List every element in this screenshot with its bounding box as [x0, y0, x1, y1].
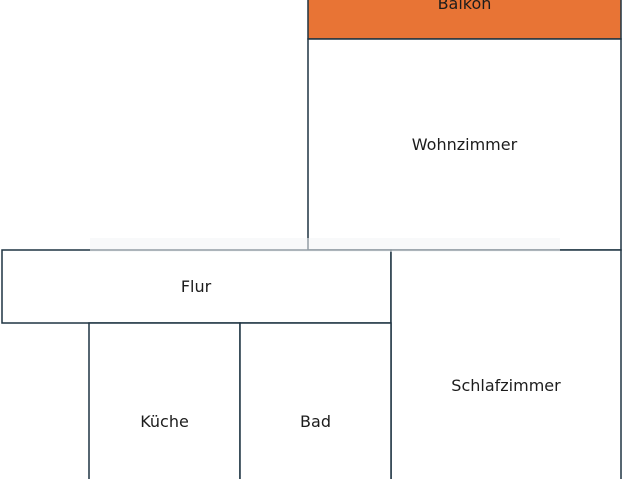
bad-area — [239, 322, 392, 479]
kueche-label: Küche — [140, 412, 189, 431]
wohnzimmer-label: Wohnzimmer — [412, 135, 518, 154]
balkon-area — [307, 0, 622, 40]
room-schlafzimmer: Schlafzimmer — [390, 249, 622, 479]
schlafzimmer-area — [390, 249, 622, 479]
flur-label: Flur — [181, 277, 212, 296]
wohnzimmer-area — [307, 38, 622, 251]
watermark-band — [90, 238, 560, 252]
schlafzimmer-label: Schlafzimmer — [451, 376, 561, 395]
room-kueche: Küche — [88, 322, 241, 479]
kueche-area — [88, 322, 241, 479]
room-balkon: Balkon — [307, 0, 622, 40]
room-flur: Flur — [1, 249, 392, 324]
room-wohnzimmer: Wohnzimmer — [307, 38, 622, 251]
balkon-label: Balkon — [438, 0, 492, 13]
bad-label: Bad — [300, 412, 331, 431]
room-bad: Bad — [239, 322, 392, 479]
